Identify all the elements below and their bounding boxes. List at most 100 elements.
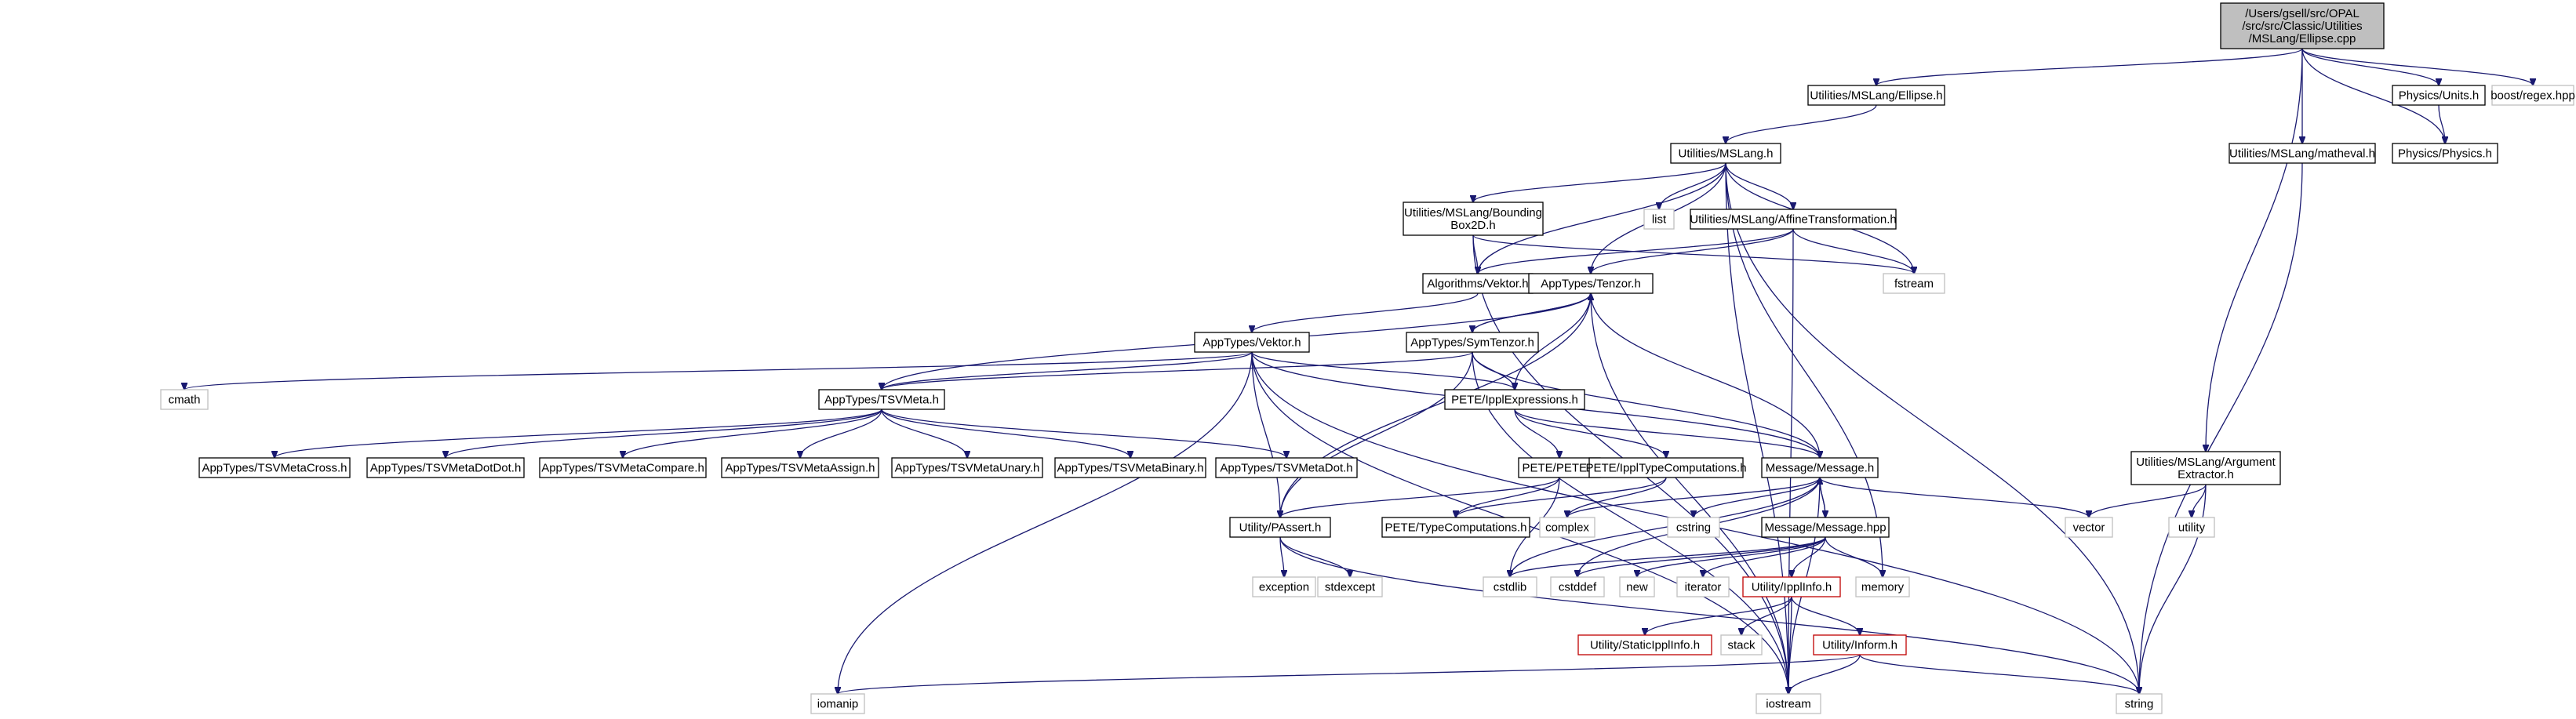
node-inform[interactable]: Utility/Inform.h [1813,634,1907,655]
node-box [160,389,209,410]
node-units[interactable]: Physics/Units.h [2392,85,2486,106]
edge-mslang-to-bbox [1473,162,1726,202]
edge-root-to-argextractor [2206,48,2303,452]
node-box [1761,517,1890,538]
node-box [2168,517,2215,538]
edge-inform-to-iostream [1788,654,1861,694]
node-label: Box2D.h [1450,219,1496,232]
node-stdexcept: stdexcept [1317,576,1383,597]
node-ipplexpr[interactable]: PETE/IpplExpressions.h [1444,389,1585,410]
node-ipplinfo[interactable]: Utility/IpplInfo.h [1742,576,1841,597]
node-label: exception [1259,581,1309,594]
edge-tenzor-to-ipplexpr [1515,292,1592,390]
node-iomanip: iomanip [810,693,865,714]
node-box [1518,457,1601,478]
node-label: complex [1545,521,1589,535]
node-box [1813,634,1907,655]
node-avektor[interactable]: Algorithms/Vektor.h [1422,273,1534,294]
node-ellipse_h[interactable]: Utilities/MSLang/Ellipse.h [1807,85,1945,106]
node-physics[interactable]: Physics/Physics.h [2392,143,2498,164]
edge-message-to-vector [1819,477,2089,517]
edge-tenzor-to-message [1590,292,1820,458]
node-box [1054,457,1206,478]
edge-passert-to-exception [1279,536,1284,577]
node-cstddef: cstddef [1550,576,1605,597]
node-box [1667,517,1720,538]
node-box [1883,273,1945,294]
node-root[interactable]: /Users/gsell/src/OPAL/src/src/Classic/Ut… [2220,2,2385,49]
node-label: PETE/IpplExpressions.h [1451,394,1578,407]
node-box [1539,517,1595,538]
node-label: Utility/StaticIpplInfo.h [1590,639,1700,652]
node-label: Algorithms/Vektor.h [1427,278,1528,291]
node-label: AppTypes/TSVMetaDot.h [1220,462,1352,475]
node-box [810,693,865,714]
edge-ipplexpr-to-ippltype [1514,409,1666,458]
edge-vektor-to-iomanip [838,351,1253,694]
node-box [2116,693,2163,714]
node-tenzor[interactable]: AppTypes/Tenzor.h [1528,273,1654,294]
node-label: AppTypes/TSVMetaCompare.h [541,462,704,475]
edge-root-to-physics [2301,48,2445,143]
node-label: memory [1861,581,1905,594]
node-staticippl[interactable]: Utility/StaticIpplInfo.h [1577,634,1712,655]
node-symtenzor[interactable]: AppTypes/SymTenzor.h [1406,332,1539,353]
edge-symtenzor-to-iostream [1472,351,1788,694]
node-box [2065,517,2113,538]
node-pete[interactable]: PETE/PETE.h [1518,457,1601,478]
node-vector: vector [2065,517,2113,538]
node-matheval[interactable]: Utilities/MSLang/matheval.h [2229,143,2376,164]
edge-pete-to-passert [1280,477,1560,517]
node-label: Physics/Units.h [2399,89,2480,103]
node-ippltype[interactable]: PETE/IpplTypeComputations.h [1585,457,1747,478]
edge-pete-to-cstdlib [1510,477,1560,577]
edge-tsvmeta-to-tsvbinary [881,409,1130,458]
node-vektor[interactable]: AppTypes/Vektor.h [1194,332,1310,353]
edge-mslang-to-memory [1725,162,1883,577]
node-label: string [2125,698,2154,711]
edge-ipplinfo-to-inform [1791,596,1860,635]
node-message[interactable]: Message/Message.h [1761,457,1879,478]
node-tsvdotdot[interactable]: AppTypes/TSVMetaDotDot.h [366,457,525,478]
node-box [1619,576,1655,597]
node-tsvcross[interactable]: AppTypes/TSVMetaCross.h [198,457,351,478]
node-tsvcompare[interactable]: AppTypes/TSVMetaCompare.h [539,457,707,478]
node-box [1317,576,1383,597]
node-tsvbinary[interactable]: AppTypes/TSVMetaBinary.h [1054,457,1206,478]
edge-symtenzor-to-message [1472,351,1820,458]
node-box [1855,576,1910,597]
node-tsvmeta[interactable]: AppTypes/TSVMeta.h [818,389,945,410]
edge-messagehpp-to-memory [1825,536,1883,577]
node-label: AppTypes/TSVMetaCross.h [202,462,347,475]
node-mslang[interactable]: Utilities/MSLang.h [1670,143,1781,164]
edge-messagehpp-to-cstddef [1577,536,1826,577]
node-label: cmath [169,394,201,407]
edge-vektor-to-ipplexpr [1251,351,1515,390]
node-affine[interactable]: Utilities/MSLang/AffineTransformation.h [1690,209,1897,230]
node-tsvassign[interactable]: AppTypes/TSVMetaAssign.h [721,457,879,478]
edge-passert-to-string [1279,536,2139,694]
node-label: AppTypes/TSVMetaBinary.h [1057,462,1203,475]
node-box [2220,2,2385,49]
node-box [1588,457,1744,478]
edge-mslang-to-string [1725,162,2139,694]
edge-tsvmeta-to-tsvdot [881,409,1286,458]
edge-affine-to-avektor [1478,228,1794,274]
node-box [539,457,707,478]
node-typecomp[interactable]: PETE/TypeComputations.h [1381,517,1530,538]
node-tsvdot[interactable]: AppTypes/TSVMetaDot.h [1215,457,1358,478]
node-label: AppTypes/Vektor.h [1202,336,1301,350]
node-tsvunary[interactable]: AppTypes/TSVMetaUnary.h [891,457,1043,478]
node-messagehpp[interactable]: Message/Message.hpp [1761,517,1890,538]
node-box [366,457,525,478]
node-label: PETE/PETE.h [1522,462,1596,475]
node-utility: utility [2168,517,2215,538]
edge-vektor-to-passert [1251,351,1280,517]
node-box [2392,143,2498,164]
edge-tenzor-to-passert [1280,292,1592,517]
node-label: Message/Message.hpp [1764,521,1886,535]
node-cstdlib: cstdlib [1483,576,1537,597]
node-passert[interactable]: Utility/PAssert.h [1229,517,1331,538]
